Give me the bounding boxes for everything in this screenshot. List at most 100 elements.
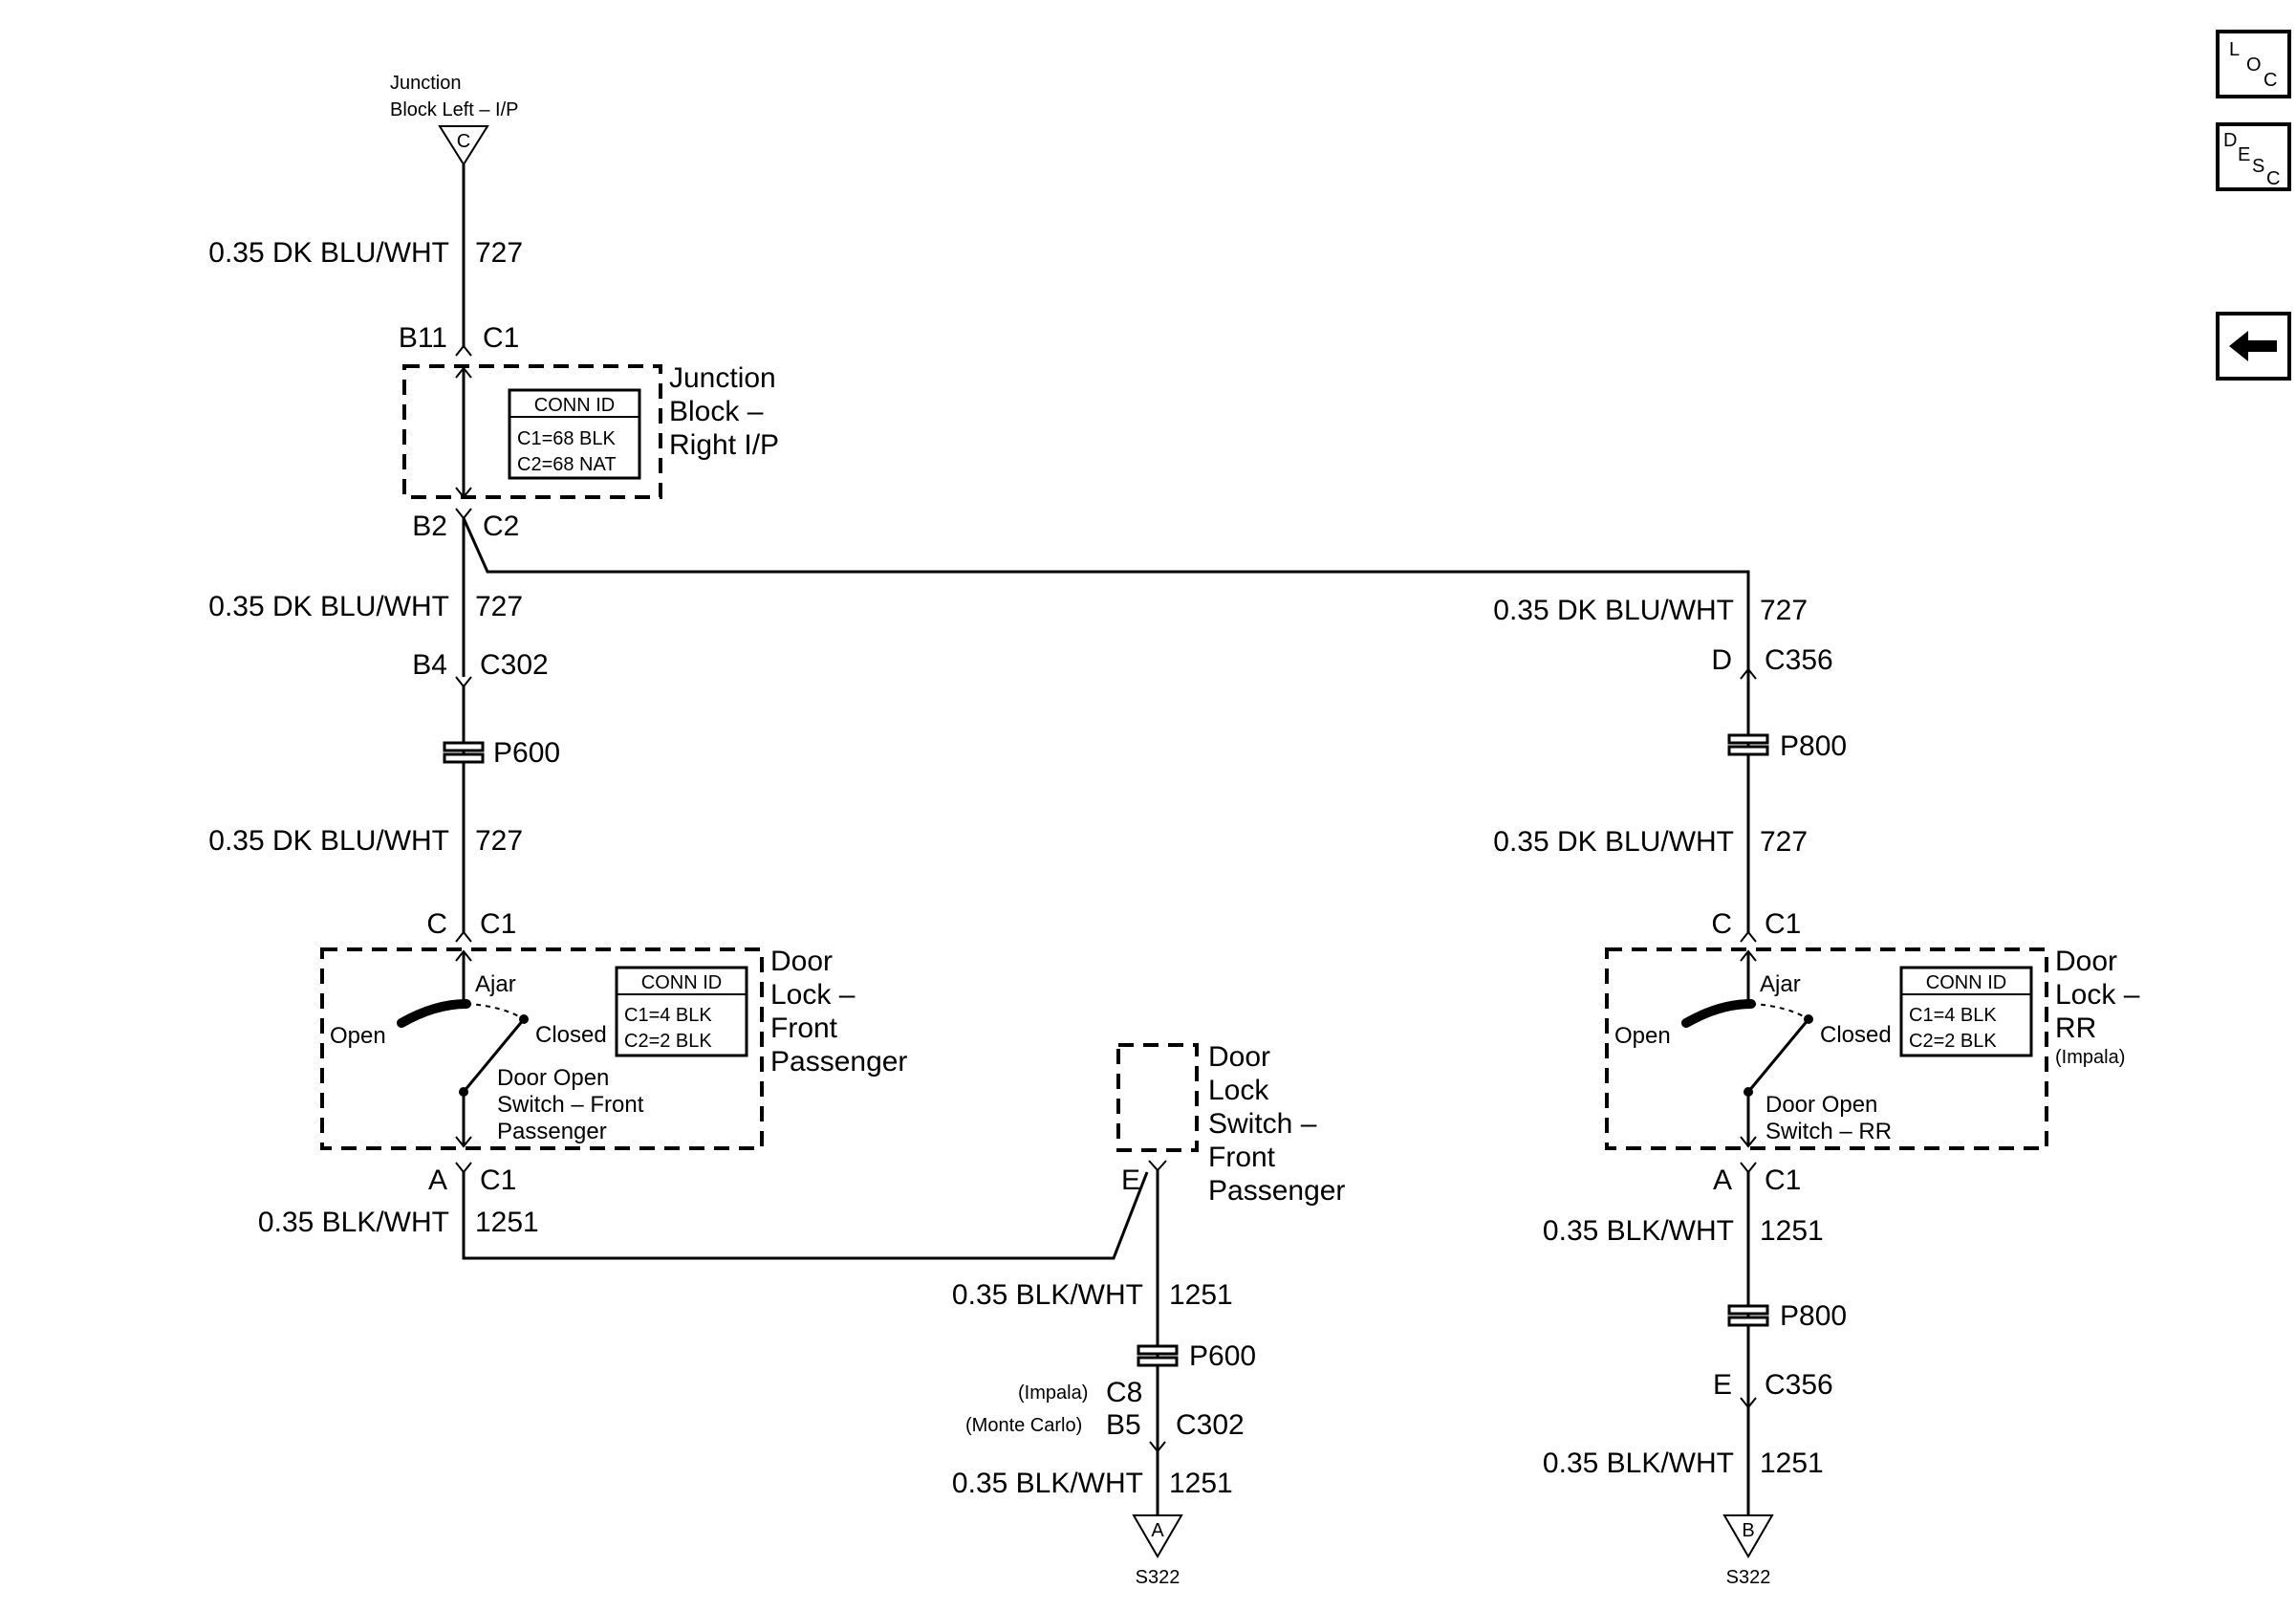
desc-letter-s: S — [2252, 156, 2264, 177]
right-branch: 0.35 DK BLU/WHT 727 D C356 P800 0.35 DK … — [1493, 595, 2139, 1588]
splice-pack-icon — [443, 752, 485, 764]
desc-button[interactable]: D E S C — [2216, 122, 2291, 191]
loc-button[interactable]: L O C — [2216, 30, 2291, 98]
closed-label: Closed — [535, 1022, 607, 1048]
connector-label: C356 — [1765, 644, 1833, 676]
wire-color-label: 0.35 BLK/WHT — [258, 1207, 449, 1238]
door-lock-rr-outline — [1605, 947, 2048, 1150]
connector-symbol — [455, 676, 472, 688]
pin-label: C — [426, 908, 447, 940]
conn-id-c2: C2=68 NAT — [517, 454, 617, 475]
pin-label: B11 — [399, 322, 447, 354]
switch-travel-icon — [1750, 1003, 1809, 1020]
wire-circuit-label: 1251 — [1760, 1448, 1824, 1479]
arrow-up-icon — [455, 949, 472, 962]
arrow-down-icon — [455, 487, 472, 499]
loc-letter-l: L — [2229, 39, 2240, 60]
splice-pack-icon — [1727, 745, 1769, 756]
arrow-up-icon — [1740, 949, 1757, 962]
wire-circuit-label: 1251 — [1169, 1468, 1233, 1499]
component-name-2: Lock — [1208, 1075, 1269, 1106]
component-name-3: Front — [770, 1012, 838, 1044]
component-name-4: (Impala) — [2055, 1047, 2125, 1068]
desc-button-frame[interactable] — [2216, 122, 2291, 191]
component-name-1: Junction — [669, 362, 776, 394]
terminal-letter: A — [1151, 1520, 1164, 1541]
connector-label: C2 — [483, 511, 519, 542]
component-name-3: Right I/P — [669, 429, 779, 461]
desc-letter-d: D — [2223, 130, 2237, 151]
component-name-2: Lock – — [2055, 979, 2140, 1011]
splice-label: P800 — [1780, 730, 1847, 762]
ajar-label: Ajar — [1760, 971, 1801, 997]
wire-727-crossover — [462, 517, 1750, 679]
switch-name-1: Door Open — [1765, 1092, 1877, 1118]
splice-name: S322 — [1136, 1567, 1180, 1588]
component-name-2: Block – — [669, 396, 764, 427]
terminal-letter: B — [1742, 1520, 1754, 1541]
conn-id-box — [1899, 966, 2033, 1057]
switch-blade — [462, 1018, 526, 1093]
arrow-left-icon[interactable] — [2229, 331, 2277, 361]
pin-label: B5 — [1106, 1409, 1141, 1441]
conn-id-title: CONN ID — [641, 972, 722, 993]
loc-button-frame[interactable] — [2216, 30, 2291, 98]
component-name-4: Front — [1208, 1142, 1276, 1173]
connector-symbol — [455, 344, 472, 357]
wire-circuit-label: 1251 — [475, 1207, 539, 1238]
variant-note: (Impala) — [1018, 1382, 1088, 1404]
wire-color-label: 0.35 DK BLU/WHT — [1493, 595, 1734, 626]
connector-label: C302 — [480, 649, 549, 681]
open-label: Open — [1614, 1023, 1671, 1049]
middle-branch: Door Lock Switch – Front Passenger E 0.3… — [952, 1041, 1346, 1588]
desc-letter-c: C — [2266, 168, 2280, 189]
splice-pack-icon — [1137, 1344, 1179, 1356]
conn-id-title: CONN ID — [534, 395, 615, 416]
top-junction-name-1: Junction — [390, 73, 462, 94]
closed-label: Closed — [1820, 1022, 1892, 1048]
arrow-down-icon — [455, 1136, 472, 1148]
component-name-2: Lock – — [770, 979, 856, 1011]
connector-symbol — [1740, 1397, 1757, 1409]
top-junction-terminal-letter: C — [457, 131, 470, 152]
wire-color-label: 0.35 DK BLU/WHT — [1493, 826, 1734, 858]
pin-label: C8 — [1106, 1377, 1142, 1408]
variant-note: (Monte Carlo) — [965, 1415, 1082, 1436]
pin-label: B4 — [412, 649, 447, 681]
splice-label: P800 — [1780, 1300, 1847, 1332]
top-junction: Junction Block Left – I/P C — [390, 73, 519, 166]
door-lock-switch-outline — [1116, 1043, 1199, 1152]
splice-name: S322 — [1726, 1567, 1771, 1588]
splice-pack-icon — [1727, 733, 1769, 745]
connector-label: C302 — [1176, 1409, 1245, 1441]
open-contact-icon — [1681, 999, 1756, 1028]
connector-label: C1 — [1765, 908, 1801, 940]
top-junction-terminal — [438, 125, 489, 166]
component-name-3: RR — [2055, 1012, 2096, 1044]
component-name-1: Door — [1208, 1041, 1270, 1073]
connector-label: C1 — [480, 1165, 516, 1196]
component-name-4: Passenger — [770, 1046, 907, 1078]
pin-label: A — [1713, 1165, 1732, 1196]
switch-name-3: Passenger — [497, 1119, 607, 1144]
pin-label: C — [1711, 908, 1732, 940]
wire-circuit-label: 727 — [1760, 595, 1808, 626]
pin-label: B2 — [412, 511, 447, 542]
connector-symbol — [455, 508, 472, 520]
back-button[interactable] — [2216, 312, 2291, 381]
switch-blade — [1746, 1018, 1810, 1093]
wire-circuit-label: 727 — [475, 591, 523, 622]
component-name-5: Passenger — [1208, 1175, 1345, 1207]
wire-color-label: 0.35 DK BLU/WHT — [208, 825, 449, 857]
desc-letter-e: E — [2238, 144, 2250, 165]
switch-name-1: Door Open — [497, 1065, 609, 1091]
connector-symbol — [1148, 1160, 1167, 1172]
connector-label: C1 — [1765, 1165, 1801, 1196]
conn-id-c2: C2=2 BLK — [624, 1031, 712, 1052]
wire-color-label: 0.35 DK BLU/WHT — [208, 237, 449, 269]
splice-label: P600 — [1189, 1340, 1256, 1372]
conn-id-box — [508, 388, 641, 480]
arrow-down-icon — [1740, 1136, 1757, 1148]
switch-travel-icon — [466, 1003, 525, 1020]
pin-label: A — [428, 1165, 447, 1196]
